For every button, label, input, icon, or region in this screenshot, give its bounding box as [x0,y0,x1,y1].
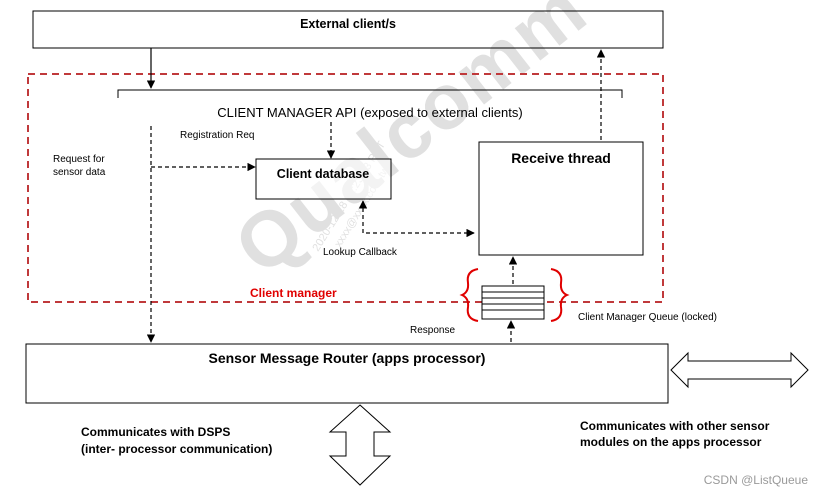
csdn-footer-watermark: CSDN @ListQueue [704,473,809,487]
sensor-message-router-box [25,343,669,404]
client-manager-api-label: CLIENT MANAGER API (exposed to external … [217,105,522,120]
receive-thread-label: Receive thread [511,150,611,166]
client-database-label: Client database [277,167,369,181]
communicates-dsps-label: Communicates with DSPS (inter- processor… [81,425,272,456]
receive-thread-box [478,141,644,256]
client-manager-queue [459,268,570,322]
request-sensor-data-label: Request for sensor data [53,154,107,178]
response-label: Response [410,325,455,336]
double-arrow-vertical-icon [328,404,392,486]
client-database-box [255,158,392,200]
communicates-other-label: Communicates with other sensor modules o… [580,419,773,449]
client-manager-label: Client manager [250,286,337,300]
lookup-callback-path [358,200,475,238]
external-clients-label: External client/s [300,17,396,31]
sensor-message-router-label: Sensor Message Router (apps processor) [209,350,486,366]
api-bracket [117,89,623,98]
external-clients-box [32,10,664,49]
double-arrow-horizontal-icon [670,351,809,389]
client-manager-region [27,73,664,303]
lookup-callback-label: Lookup Callback [323,247,398,258]
client-manager-queue-label: Client Manager Queue (locked) [578,312,717,323]
registration-req-label: Registration Req [180,130,254,141]
